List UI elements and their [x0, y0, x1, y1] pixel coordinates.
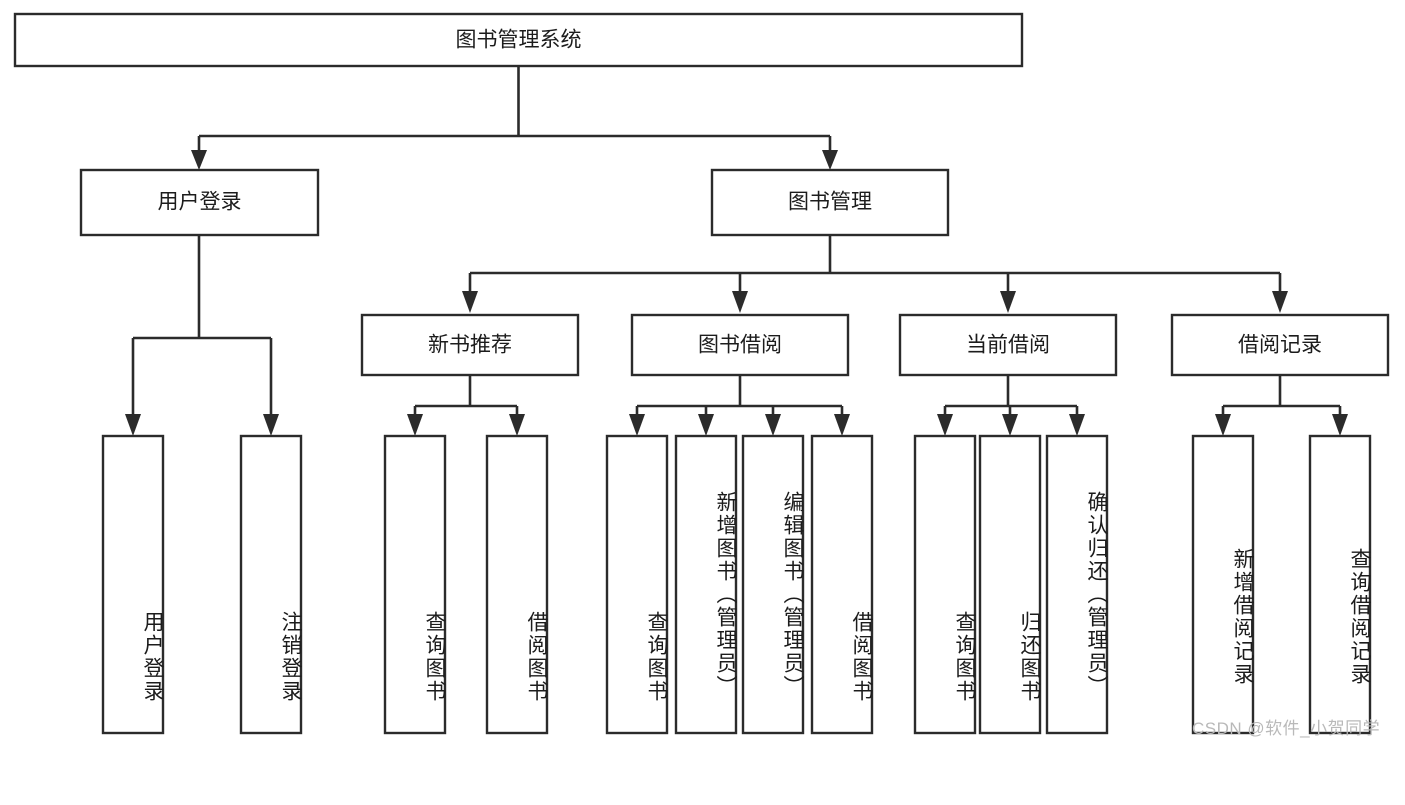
arrow-root-to-bookmgmt — [822, 150, 838, 170]
leaf-new-book-2-box[interactable] — [485, 434, 549, 735]
arrow-record-l1 — [1215, 414, 1231, 436]
node-borrow-record-label: 借阅记录 — [1238, 334, 1322, 357]
arrow-bookmgmt-c4 — [1272, 291, 1288, 313]
connector-layer — [125, 66, 1348, 436]
node-new-book-recommend[interactable]: 新书推荐 — [360, 313, 580, 377]
node-root[interactable]: 图书管理系统 — [13, 12, 1024, 68]
leaf-current-borrow-1-box[interactable] — [913, 434, 977, 735]
arrow-record-l2 — [1332, 414, 1348, 436]
node-user-login[interactable]: 用户登录 — [79, 168, 320, 237]
node-book-management[interactable]: 图书管理 — [710, 168, 950, 237]
arrow-current-l3 — [1069, 414, 1085, 436]
leaf-borrow-record-1-box[interactable] — [1191, 434, 1255, 735]
node-root-box[interactable] — [13, 12, 1024, 68]
node-user-login-label: 用户登录 — [158, 191, 242, 214]
node-current-borrow-box[interactable] — [898, 313, 1118, 377]
arrow-borrow-l1 — [629, 414, 645, 436]
leaf-borrow-record-2-box[interactable] — [1308, 434, 1372, 735]
arrow-userlogin-leaf1 — [125, 414, 141, 436]
arrow-current-l2 — [1002, 414, 1018, 436]
leaf-book-borrow-2-box[interactable] — [674, 434, 738, 735]
flowchart-canvas: 图书管理系统 用户登录 图书管理 新书推荐 图书借阅 当前借阅 借阅记录 — [13, 12, 1390, 738]
arrow-current-l1 — [937, 414, 953, 436]
arrow-userlogin-leaf2 — [263, 414, 279, 436]
arrow-newbook-l1 — [407, 414, 423, 436]
arrow-borrow-l3 — [765, 414, 781, 436]
node-borrow-record[interactable]: 借阅记录 — [1170, 313, 1390, 377]
arrow-borrow-l4 — [834, 414, 850, 436]
node-book-borrow-label: 图书借阅 — [698, 334, 782, 357]
node-current-borrow-label: 当前借阅 — [966, 334, 1050, 357]
flowchart-svg: 图书管理系统 用户登录 图书管理 新书推荐 图书借阅 当前借阅 借阅记录 — [13, 12, 1390, 735]
node-book-borrow-box[interactable] — [630, 313, 850, 377]
arrow-bookmgmt-c2 — [732, 291, 748, 313]
node-book-management-box[interactable] — [710, 168, 950, 237]
arrow-root-to-userlogin — [191, 150, 207, 170]
node-book-borrow[interactable]: 图书借阅 — [630, 313, 850, 377]
arrow-newbook-l2 — [509, 414, 525, 436]
leaf-user-login-2-box[interactable] — [239, 434, 303, 735]
leaf-book-borrow-4-box[interactable] — [810, 434, 874, 735]
leaf-user-login-1-box[interactable] — [101, 434, 165, 735]
arrow-bookmgmt-c3 — [1000, 291, 1016, 313]
node-borrow-record-box[interactable] — [1170, 313, 1390, 377]
arrow-borrow-l2 — [698, 414, 714, 436]
leaf-book-borrow-3-box[interactable] — [741, 434, 805, 735]
node-user-login-box[interactable] — [79, 168, 320, 237]
leaf-current-borrow-3-box[interactable] — [1045, 434, 1109, 735]
arrow-bookmgmt-c1 — [462, 291, 478, 313]
node-new-book-recommend-label: 新书推荐 — [428, 334, 512, 357]
node-root-label: 图书管理系统 — [456, 29, 582, 52]
leaf-book-borrow-1-box[interactable] — [605, 434, 669, 735]
csdn-watermark: CSDN @软件_小贺同学 — [1192, 719, 1381, 738]
leaf-current-borrow-2-box[interactable] — [978, 434, 1042, 735]
leaf-new-book-1-box[interactable] — [383, 434, 447, 735]
node-book-management-label: 图书管理 — [788, 191, 872, 214]
node-current-borrow[interactable]: 当前借阅 — [898, 313, 1118, 377]
node-new-book-recommend-box[interactable] — [360, 313, 580, 377]
